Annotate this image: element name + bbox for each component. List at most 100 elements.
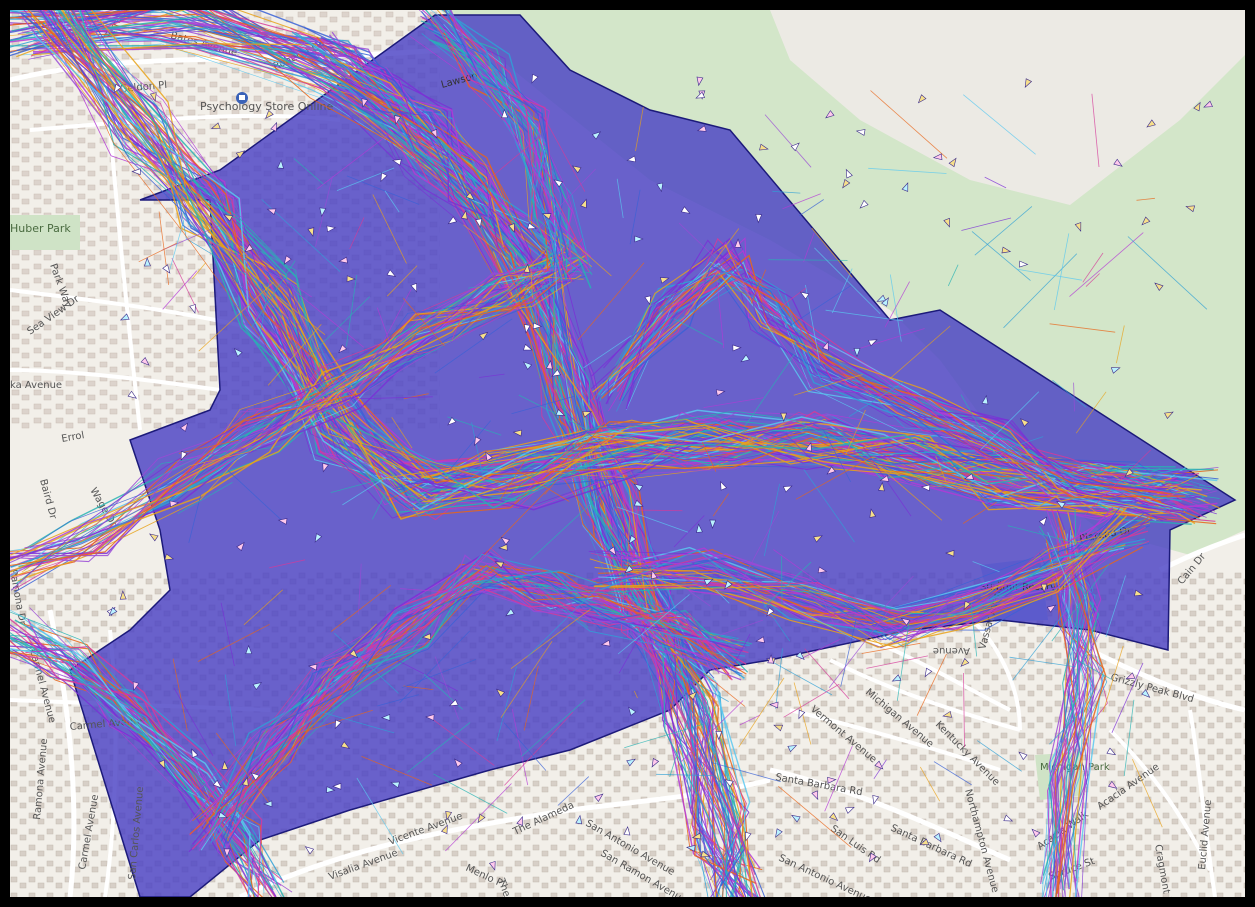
track-line — [10, 25, 719, 894]
track-segment — [738, 677, 785, 748]
direction-marker — [787, 745, 798, 753]
track-line — [27, 10, 742, 885]
track-segment — [764, 114, 812, 168]
direction-marker — [1020, 418, 1029, 427]
track-segment — [171, 258, 199, 313]
track-line — [1067, 511, 1090, 897]
track-line — [1038, 552, 1075, 897]
direction-marker — [891, 674, 902, 682]
track-segment — [198, 281, 274, 352]
track-line — [46, 38, 1200, 519]
track-line — [10, 268, 572, 567]
direction-marker — [766, 607, 775, 617]
track-segment — [744, 422, 803, 434]
direction-marker — [685, 844, 696, 852]
direction-marker — [575, 814, 583, 825]
track-segment — [1069, 232, 1144, 297]
direction-marker — [696, 523, 703, 533]
track-segment — [258, 277, 271, 342]
direction-marker — [263, 800, 273, 808]
track-segment — [811, 227, 853, 278]
direction-marker — [380, 172, 388, 183]
map-svg[interactable]: Psychology Store Online Bates Avenue Rob… — [10, 10, 1245, 897]
direction-marker — [767, 654, 775, 664]
track-line — [10, 254, 587, 573]
track-segment — [633, 690, 638, 699]
track-segment — [803, 232, 815, 263]
direction-marker — [1108, 780, 1118, 789]
direction-marker — [410, 282, 417, 293]
track-segment — [715, 426, 753, 446]
shop-icon[interactable] — [236, 92, 248, 104]
track-segment — [448, 420, 492, 472]
track-line — [15, 17, 746, 868]
track-segment — [500, 640, 553, 719]
direction-marker — [696, 76, 704, 87]
track-segment — [202, 736, 252, 808]
track-segment — [518, 394, 590, 431]
track-segment — [503, 722, 547, 771]
track-segment — [559, 406, 622, 465]
track-line — [21, 245, 550, 573]
track-segment — [243, 589, 283, 626]
direction-marker — [164, 553, 175, 561]
track-segment — [406, 722, 471, 773]
direction-marker — [1141, 216, 1151, 226]
track-line — [13, 637, 275, 881]
track-segment — [947, 264, 959, 287]
track-segment — [848, 381, 905, 417]
track-line — [56, 10, 1214, 509]
track-segment — [349, 217, 365, 250]
track-segment — [635, 107, 644, 152]
track-segment — [1105, 575, 1126, 638]
track-segment — [529, 488, 608, 561]
track-segment — [793, 374, 863, 396]
direction-marker — [283, 255, 292, 265]
track-segment — [935, 455, 947, 483]
track-segment — [889, 274, 902, 342]
map-canvas[interactable]: Psychology Store Online Bates Avenue Rob… — [10, 10, 1245, 897]
track-line — [297, 53, 517, 231]
track-segment — [768, 259, 848, 261]
track-segment — [815, 583, 838, 632]
track-segment — [1072, 564, 1076, 611]
track-segment — [640, 445, 670, 472]
track-line — [1039, 526, 1082, 879]
track-segment — [883, 575, 914, 609]
direction-marker — [877, 481, 885, 492]
direction-marker — [624, 564, 634, 574]
direction-marker — [945, 549, 955, 557]
track-segment — [1012, 608, 1068, 681]
direction-marker — [822, 340, 829, 351]
direction-marker — [805, 441, 812, 452]
track-segment — [1091, 93, 1100, 168]
direction-marker — [1040, 583, 1048, 593]
track-line — [588, 507, 1120, 631]
direction-marker — [149, 533, 159, 542]
direction-marker — [304, 846, 315, 855]
direction-marker — [845, 168, 853, 179]
track-line — [616, 262, 1190, 497]
track-segment — [401, 659, 476, 689]
track-segment — [161, 215, 242, 251]
direction-marker — [516, 816, 523, 826]
direction-marker — [633, 499, 644, 507]
track-segment — [269, 559, 306, 569]
track-line — [331, 40, 522, 231]
track-line — [311, 65, 525, 241]
direction-marker — [919, 838, 930, 846]
direction-marker — [270, 121, 277, 132]
track-segment — [989, 466, 1053, 499]
track-line — [290, 27, 533, 236]
track-segment — [354, 396, 433, 400]
direction-marker — [1146, 119, 1156, 128]
track-line — [10, 10, 739, 897]
track-line — [596, 271, 1188, 511]
track-line — [612, 540, 1150, 631]
direction-marker — [869, 508, 877, 518]
direction-marker — [523, 263, 531, 273]
track-line — [28, 25, 747, 897]
track-line — [217, 571, 717, 825]
track-segment — [1111, 662, 1144, 733]
track-segment — [372, 194, 407, 264]
